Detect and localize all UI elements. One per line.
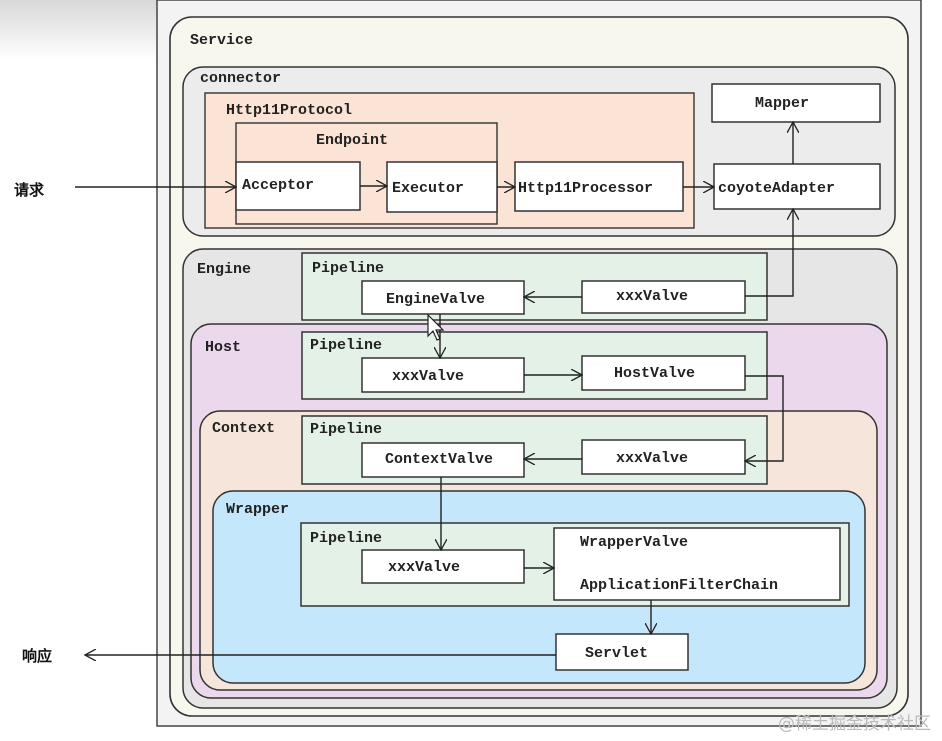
connector-label: connector <box>200 70 281 87</box>
context-valve-label: ContextValve <box>385 451 493 468</box>
wrapper-label: Wrapper <box>226 501 289 518</box>
host-pipeline-label: Pipeline <box>310 337 382 354</box>
context-xxx-valve-label: xxxValve <box>616 450 688 467</box>
engine-valve-label: EngineValve <box>386 291 485 308</box>
engine-xxx-valve-box <box>581 280 746 314</box>
engine-xxx-valve-label: xxxValve <box>616 288 688 305</box>
mapper-box <box>711 83 881 123</box>
context-valve-box <box>361 442 525 478</box>
filter-chain-label: ApplicationFilterChain <box>580 577 778 594</box>
context-xxx-valve-box <box>581 439 746 475</box>
host-valve-label: HostValve <box>614 365 695 382</box>
wrapper-xxx-valve-label: xxxValve <box>388 559 460 576</box>
wrapper-xxx-valve-box <box>361 549 525 584</box>
acceptor-box <box>235 161 361 211</box>
request-label: 请求 <box>14 181 45 199</box>
http11processor-label: Http11Processor <box>518 180 653 197</box>
arrow-host-to-context <box>745 375 784 461</box>
wrapper-valve-label: WrapperValve <box>580 534 688 551</box>
connector-container: connector Http11Protocol Endpoint Accept… <box>182 66 896 237</box>
context-pipeline-label: Pipeline <box>310 421 382 438</box>
host-valve-box <box>581 355 746 391</box>
mapper-label: Mapper <box>755 95 809 112</box>
endpoint-label: Endpoint <box>316 132 388 149</box>
acceptor-label: Acceptor <box>242 177 314 194</box>
response-label: 响应 <box>22 647 52 665</box>
wrapper-pipeline-label: Pipeline <box>310 530 382 547</box>
engine-pipeline-label: Pipeline <box>312 260 384 277</box>
servlet-label: Servlet <box>585 645 648 662</box>
http11protocol-label: Http11Protocol <box>226 102 352 119</box>
watermark: @稀土掘金技术社区 <box>778 714 931 734</box>
mouse-cursor-icon <box>427 313 445 341</box>
service-label: Service <box>190 32 253 49</box>
wrapper-container: Wrapper Pipeline xxxValve WrapperValve A… <box>212 490 866 684</box>
flow-arrows <box>75 122 793 655</box>
executor-label: Executor <box>392 180 464 197</box>
engine-label: Engine <box>197 261 251 278</box>
wrapper-valve-box <box>553 527 841 601</box>
servlet-box <box>555 633 689 671</box>
executor-box <box>386 161 498 213</box>
arrow-engine-xxx-valve-to-adapter <box>745 209 793 297</box>
coyote-adapter-label: coyoteAdapter <box>718 180 835 197</box>
context-label: Context <box>212 420 275 437</box>
background-shade <box>0 0 157 60</box>
host-xxx-valve-label: xxxValve <box>392 368 464 385</box>
host-label: Host <box>205 339 241 356</box>
